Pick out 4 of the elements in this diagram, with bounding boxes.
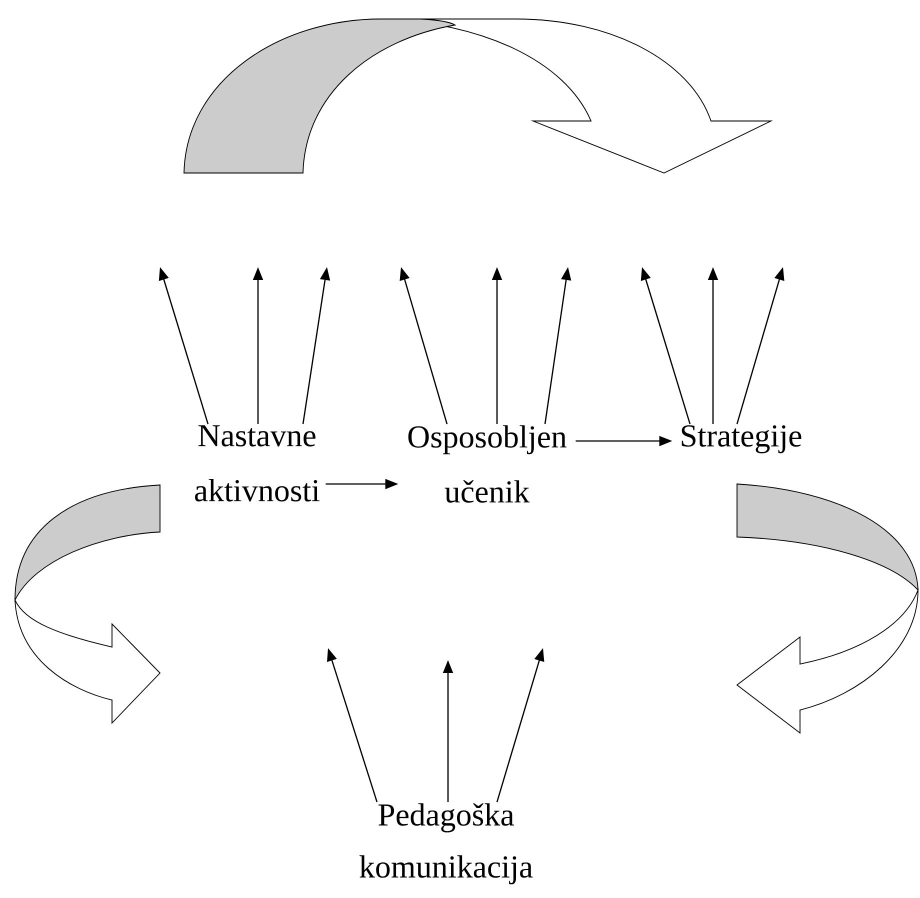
node-label: Pedagoška komunikacija bbox=[360, 803, 533, 884]
node-label: Osposobljen učenik bbox=[408, 425, 567, 503]
node-label: Nastavne aktivnosti bbox=[195, 425, 320, 502]
node-label: Strategije bbox=[682, 425, 802, 454]
